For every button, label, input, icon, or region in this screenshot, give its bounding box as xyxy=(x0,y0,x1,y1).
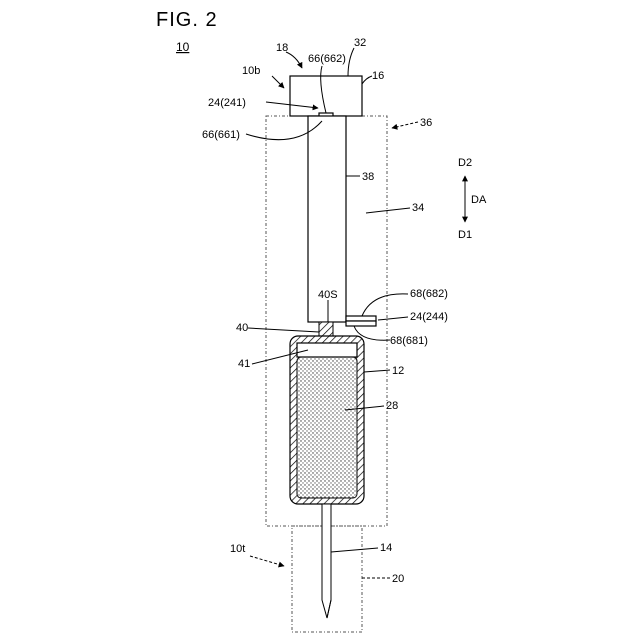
label-66-662: 66(662) xyxy=(308,53,346,65)
label-24-244: 24(244) xyxy=(410,311,448,323)
label-28: 28 xyxy=(386,400,398,412)
label-12: 12 xyxy=(392,365,404,377)
leader-10b xyxy=(272,76,284,88)
direction-d2-label: D2 xyxy=(458,157,472,169)
sensor-682 xyxy=(346,316,376,321)
leader-244 xyxy=(378,317,408,320)
label-68-681: 68(681) xyxy=(390,335,428,347)
figure-title: FIG. 2 xyxy=(156,9,218,31)
direction-d1-label: D1 xyxy=(458,229,472,241)
needle-14 xyxy=(322,504,331,618)
syringe-content-28 xyxy=(297,357,357,498)
label-16: 16 xyxy=(372,70,384,82)
label-41: 41 xyxy=(238,358,250,370)
label-36: 36 xyxy=(420,117,432,129)
leader-40 xyxy=(248,328,319,332)
top-block-16 xyxy=(290,76,362,116)
label-40: 40 xyxy=(236,322,248,334)
label-34: 34 xyxy=(412,202,424,214)
label-10t: 10t xyxy=(230,543,245,555)
leader-34 xyxy=(366,208,410,213)
leader-682 xyxy=(362,294,408,316)
leader-18 xyxy=(286,52,302,68)
label-18: 18 xyxy=(276,42,288,54)
ref-main-label: 10 xyxy=(176,40,190,54)
label-32: 32 xyxy=(354,37,366,49)
label-14: 14 xyxy=(380,542,392,554)
leader-12 xyxy=(364,370,390,372)
label-66-661: 66(661) xyxy=(202,129,240,141)
label-38: 38 xyxy=(362,171,374,183)
leader-36 xyxy=(392,122,418,128)
direction-da-label: DA xyxy=(471,194,487,206)
leader-14 xyxy=(331,548,378,552)
label-68-682: 68(682) xyxy=(410,288,448,300)
label-40s: 40S xyxy=(318,289,338,301)
label-24-241: 24(241) xyxy=(208,97,246,109)
label-10b: 10b xyxy=(242,65,260,77)
leader-10t xyxy=(250,556,284,566)
leader-32 xyxy=(348,48,354,76)
sensor-681 xyxy=(346,321,376,326)
leader-16 xyxy=(362,76,372,84)
label-20: 20 xyxy=(392,573,404,585)
